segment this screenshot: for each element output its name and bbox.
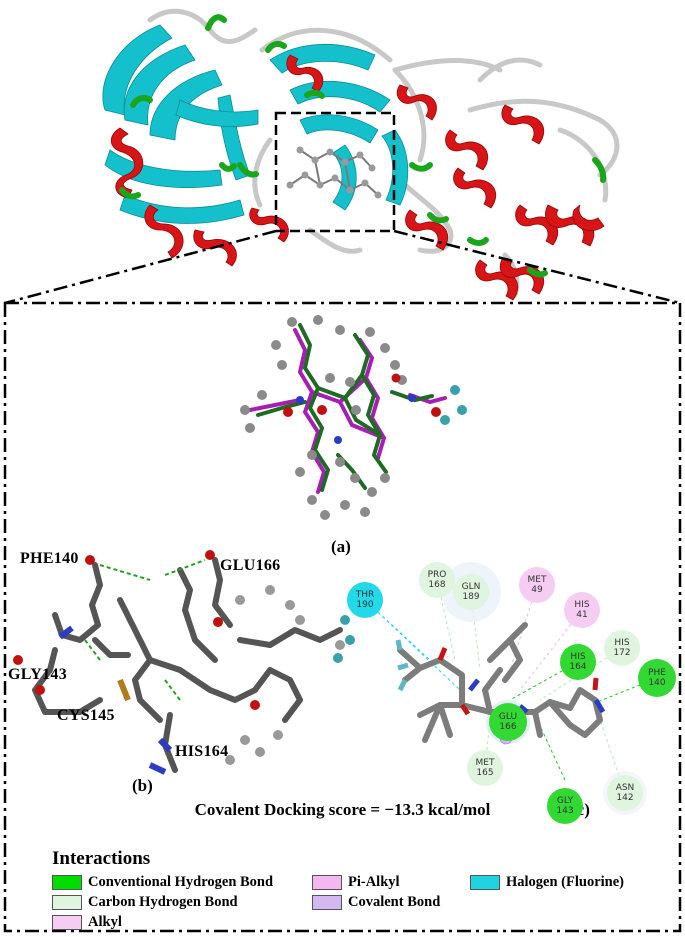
legend-label: Pi-Alkyl — [348, 873, 400, 890]
residue-node-name: GLN — [461, 582, 481, 592]
residue-node-number: 189 — [462, 592, 480, 602]
residue-node-number: 172 — [613, 648, 631, 658]
legend-label: Conventional Hydrogen Bond — [88, 873, 274, 890]
hbond-lines — [84, 559, 206, 701]
interaction-2d — [364, 562, 658, 815]
legend-swatch — [52, 894, 82, 910]
helix-ribbons — [110, 54, 605, 301]
interaction-3d — [13, 550, 355, 775]
residue-node-number: 168 — [428, 580, 446, 590]
residue-node-number: 165 — [476, 768, 494, 778]
protein-ribbon — [102, 8, 620, 301]
residue-node-name: PRO — [427, 570, 447, 580]
residue-node-number: 49 — [531, 585, 543, 595]
residue-label-phe140: PHE140 — [20, 550, 79, 567]
legend-label: Alkyl — [88, 913, 122, 930]
residue-label-cys145: CYS145 — [57, 707, 115, 724]
legend-swatch — [312, 874, 342, 890]
residue-node-number: 143 — [556, 806, 574, 816]
pocket-zoom-box — [274, 111, 396, 233]
legend-swatch — [470, 874, 500, 890]
legend-item: Conventional Hydrogen Bond — [52, 873, 273, 891]
superposed-ligands — [240, 315, 467, 520]
residue-node-name: HIS — [574, 600, 590, 610]
panel-label-b: (b) — [132, 776, 153, 795]
zoom-connectors — [4, 229, 681, 305]
residue-label-gly143: GLY143 — [8, 666, 68, 683]
residue-node-number: 140 — [648, 678, 666, 688]
legend-item: Pi-Alkyl — [312, 873, 400, 891]
legend-item: Carbon Hydrogen Bond — [52, 893, 238, 911]
residue-node-number: 190 — [356, 600, 374, 610]
residue-node-name: HIS — [570, 652, 586, 662]
residue-node-name: MET — [527, 575, 547, 585]
legend-item: Alkyl — [52, 913, 122, 931]
residue-label-his164: HIS164 — [175, 743, 229, 760]
docking-score: Covalent Docking score = −13.3 kcal/mol — [194, 800, 491, 819]
legend-item: Halogen (Fluorine) — [470, 873, 624, 891]
legend-label: Carbon Hydrogen Bond — [88, 893, 238, 910]
detail-frame — [3, 301, 682, 933]
residue-node-name: HIS — [614, 638, 630, 648]
legend-item: Covalent Bond — [312, 893, 440, 911]
residue-node-name: THR — [355, 590, 375, 600]
coil-segments — [147, 8, 620, 298]
residue-node-name: GLU — [498, 712, 518, 722]
legend-swatch — [52, 914, 82, 930]
residue-node-number: 142 — [616, 793, 634, 803]
pocket-ligand — [286, 146, 382, 199]
residue-node-name: ASN — [615, 783, 635, 793]
legend-swatch — [312, 894, 342, 910]
legend-label: Covalent Bond — [348, 893, 441, 910]
residue-node-name: MET — [475, 758, 495, 768]
residue-node-number: 41 — [576, 610, 588, 620]
residue-label-glu166: GLU166 — [220, 557, 281, 574]
residue-node-number: 166 — [499, 722, 517, 732]
residue-node-name: PHE — [648, 668, 666, 678]
legend-title: Interactions — [52, 848, 151, 869]
legend-label: Halogen (Fluorine) — [506, 873, 625, 890]
panel-label-a: (a) — [331, 537, 351, 556]
residue-node-number: 164 — [569, 662, 587, 672]
turn-segments — [119, 14, 607, 278]
legend-swatch — [52, 874, 82, 890]
residue-node-name: GLY — [556, 796, 574, 806]
